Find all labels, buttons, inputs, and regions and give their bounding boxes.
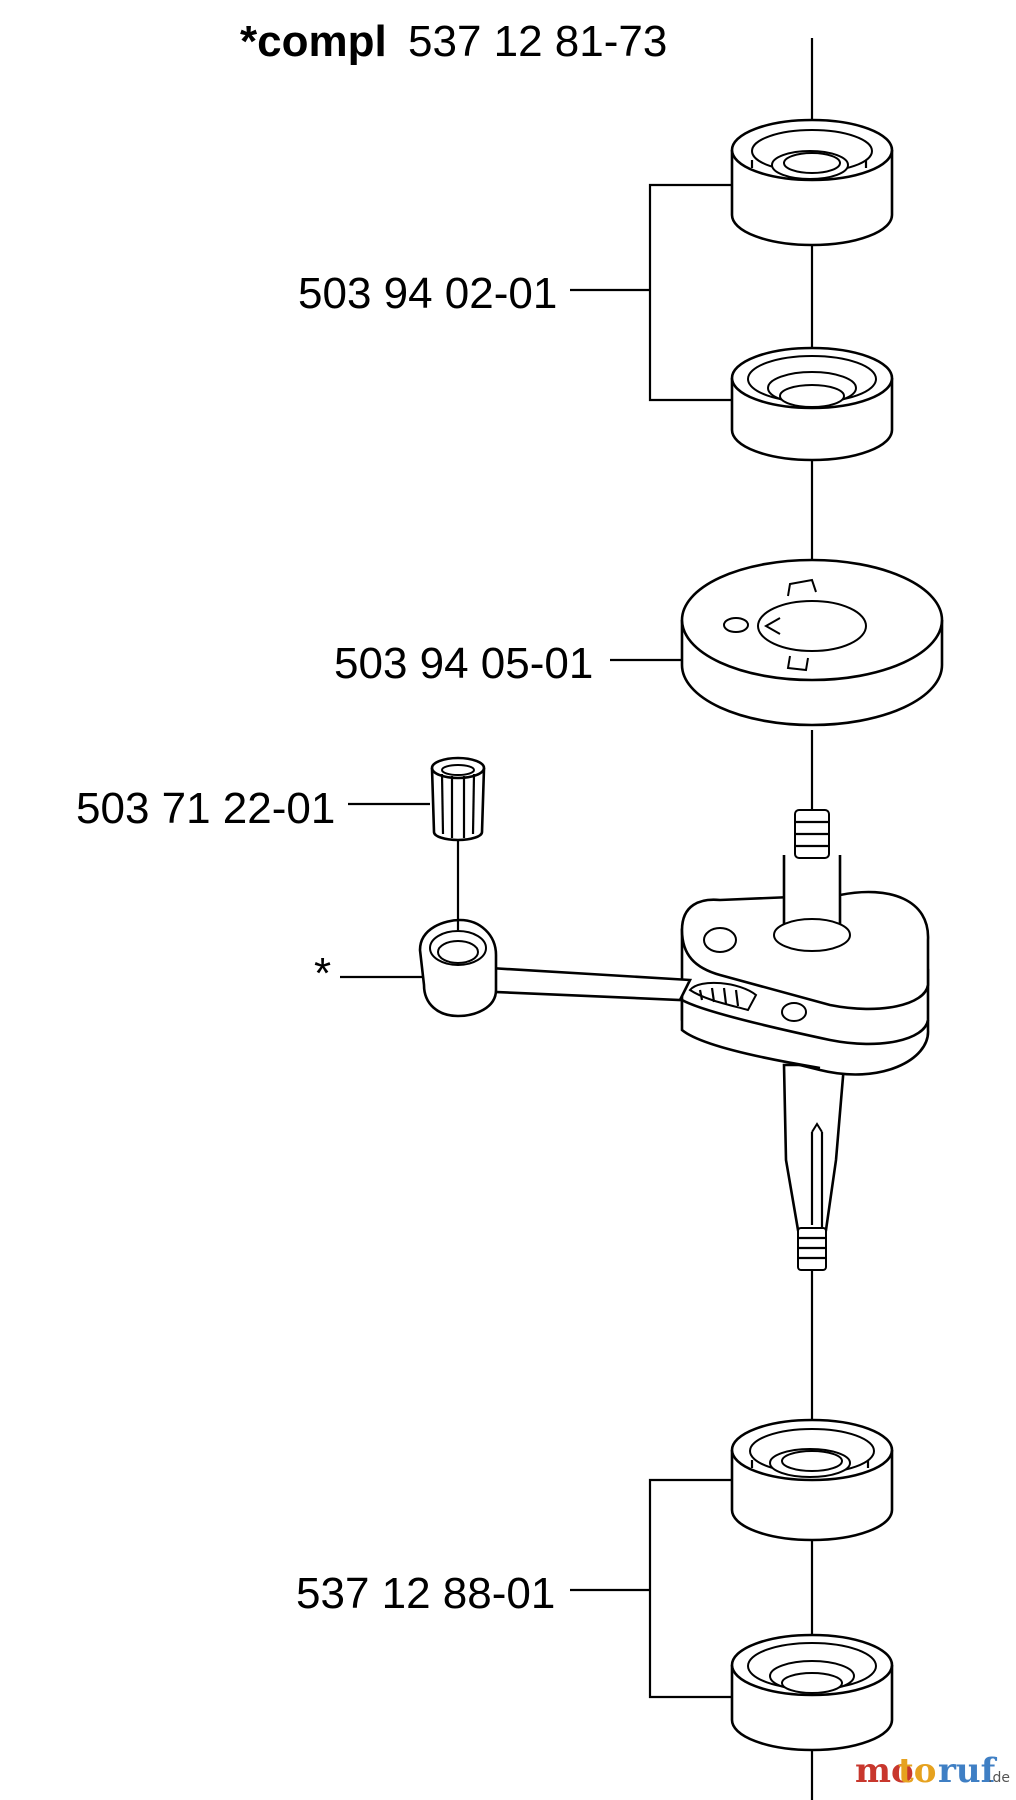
- top-bearing-lower: [730, 346, 894, 462]
- callout-gear-disc: 503 94 05-01: [334, 639, 593, 688]
- watermark-mo: mo: [855, 1751, 914, 1791]
- callout-bearing-top: 503 94 02-01: [298, 269, 557, 318]
- callout-connecting-rod: *: [314, 949, 331, 998]
- compl-part-number: 537 12 81-73: [408, 17, 667, 66]
- callout-bearing-bottom: 537 12 88-01: [296, 1569, 555, 1618]
- watermark-ruf: ruf: [938, 1751, 998, 1791]
- bottom-bearing-upper: [730, 1418, 894, 1542]
- leader-lines: [340, 183, 732, 1699]
- assembly-header: *compl 537 12 81-73: [240, 17, 667, 66]
- compl-prefix: *compl: [240, 17, 387, 66]
- watermark-to: to: [898, 1751, 936, 1791]
- callout-needle-bearing: 503 71 22-01: [76, 784, 335, 833]
- needle-bearing: [430, 756, 486, 930]
- top-bearing-upper: [730, 118, 894, 247]
- crankshaft: [680, 809, 930, 1271]
- gear-disc: [680, 558, 944, 727]
- callout-labels: 503 94 02-01 503 94 05-01 503 71 22-01 *…: [76, 269, 593, 1618]
- connecting-rod: [418, 918, 693, 1018]
- bottom-bearing-lower: [730, 1633, 894, 1752]
- watermark-de: .de: [988, 1770, 1010, 1786]
- watermark-logo: mo to ruf .de: [855, 1751, 1010, 1791]
